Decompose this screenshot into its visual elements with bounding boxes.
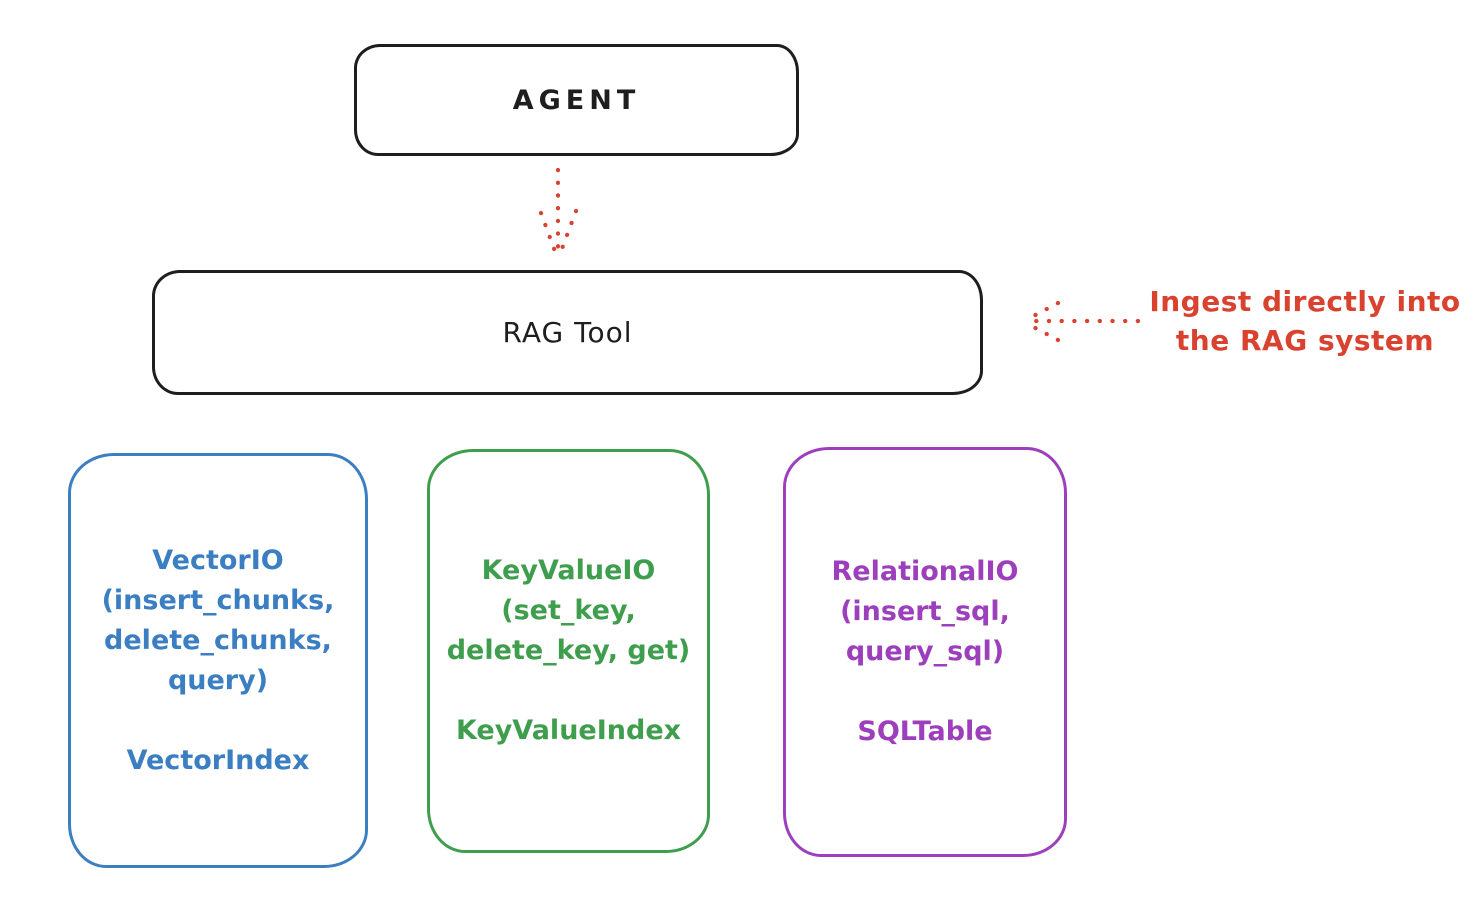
- ingest-annotation-line1: Ingest directly into: [1149, 285, 1461, 318]
- vector-io-line: query): [167, 664, 269, 696]
- vector-io-node: VectorIO (insert_chunks, delete_chunks, …: [68, 453, 368, 868]
- keyvalue-io-line: (set_key,: [501, 595, 636, 626]
- sql-table-label: SQLTable: [857, 716, 993, 747]
- keyvalue-io-signature: KeyValueIO (set_key, delete_key, get): [447, 551, 691, 671]
- relational-io-node: RelationalIO (insert_sql, query_sql) SQL…: [783, 447, 1067, 857]
- agent-node: AGENT: [354, 44, 799, 156]
- ingest-annotation-line2: the RAG system: [1175, 324, 1435, 357]
- keyvalue-io-line: KeyValueIO: [481, 555, 656, 586]
- relational-io-line: (insert_sql,: [840, 596, 1010, 627]
- relational-io-line: query_sql): [845, 636, 1005, 667]
- vector-io-line: VectorIO: [152, 544, 284, 576]
- rag-tool-node: RAG Tool: [152, 270, 983, 395]
- ingest-annotation: Ingest directly into the RAG system: [1135, 282, 1475, 360]
- vector-io-line: (insert_chunks,: [101, 584, 335, 616]
- ingest-to-ragtool-arrow: [1023, 300, 1141, 343]
- keyvalue-io-line: delete_key, get): [446, 635, 691, 666]
- agent-label: AGENT: [512, 84, 641, 116]
- keyvalue-index-label: KeyValueIndex: [455, 715, 682, 746]
- keyvalue-io-node: KeyValueIO (set_key, delete_key, get) Ke…: [427, 449, 710, 853]
- vector-io-line: delete_chunks,: [104, 624, 332, 656]
- vector-io-signature: VectorIO (insert_chunks, delete_chunks, …: [102, 541, 335, 701]
- vector-index-label: VectorIndex: [126, 744, 310, 776]
- relational-io-line: RelationalIO: [831, 556, 1019, 587]
- rag-tool-label: RAG Tool: [502, 316, 633, 349]
- relational-io-signature: RelationalIO (insert_sql, query_sql): [832, 552, 1019, 672]
- agent-to-ragtool-arrow: [538, 167, 579, 257]
